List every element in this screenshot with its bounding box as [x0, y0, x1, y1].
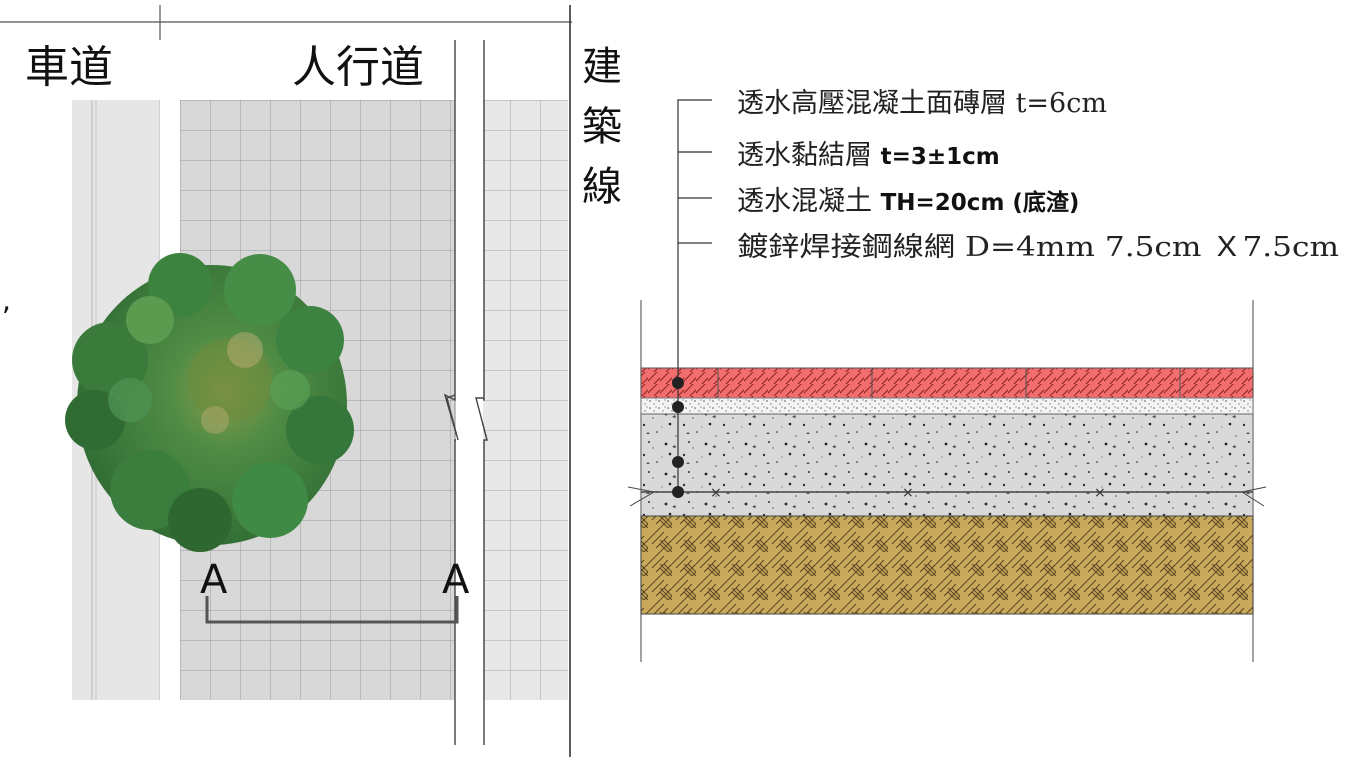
section-view: × × × 透水高壓混凝土面磚層 t=6cm 透水黏結層 t=3±1cm 透水混…	[627, 88, 1339, 662]
stray-mark: ,	[2, 284, 11, 317]
callout-4: 鍍鋅焊接鋼線網 D=4mm 7.5cm Ｘ7.5cm	[737, 232, 1339, 263]
roadway-label: 車道	[25, 42, 113, 93]
building-line-label-2: 築	[582, 104, 622, 150]
leader-dot	[672, 401, 684, 413]
permeable-concrete-layer	[640, 413, 1254, 517]
callout-3: 透水混凝土 TH=20cm (底渣)	[737, 186, 1079, 217]
building-side-grid	[480, 100, 568, 700]
subgrade-layer	[640, 515, 1254, 615]
mesh-anchor-right	[1240, 486, 1267, 507]
building-line-label-3: 線	[582, 164, 622, 210]
mesh-x-mark: ×	[710, 485, 722, 501]
leader-dot	[672, 377, 684, 389]
leader-dot	[672, 456, 684, 468]
sidewalk-label: 人行道	[292, 42, 424, 93]
callout-2: 透水黏結層 t=3±1cm	[737, 140, 1000, 171]
mesh-x-mark: ×	[1094, 485, 1106, 501]
mesh-x-mark: ×	[902, 485, 914, 501]
mesh-anchor-left	[627, 486, 656, 507]
bonding-layer	[640, 397, 1254, 415]
callout-1: 透水高壓混凝土面磚層 t=6cm	[737, 88, 1107, 119]
paver-layer	[640, 367, 1254, 399]
plan-view: A A 車道 人行道 建 築 線 ,	[0, 5, 622, 757]
building-line-label-1: 建	[582, 44, 622, 90]
leader-dot	[672, 486, 684, 498]
section-mark-left: A	[200, 557, 228, 603]
leader-line	[677, 99, 712, 492]
break-gap	[456, 100, 483, 700]
break-zigzag	[446, 394, 459, 441]
tree-icon	[65, 253, 354, 552]
break-zigzag	[475, 397, 488, 441]
section-cut-line	[205, 596, 459, 624]
section-mark-right: A	[442, 557, 470, 603]
